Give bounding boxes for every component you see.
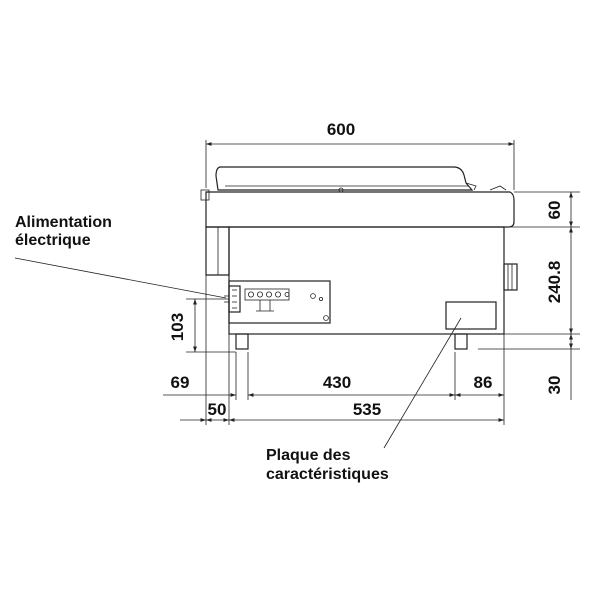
plate-leader bbox=[383, 317, 462, 449]
rating-plate bbox=[445, 301, 497, 330]
front-panel bbox=[205, 226, 230, 276]
dim-430: 430 bbox=[323, 373, 351, 392]
dimension-lines bbox=[163, 140, 580, 425]
power-label-line1: Alimentation bbox=[15, 214, 112, 231]
leader-lines bbox=[14, 257, 462, 449]
dim-50: 50 bbox=[208, 400, 227, 419]
dim-60: 60 bbox=[545, 201, 564, 220]
plate-label-line1: Plaque des bbox=[266, 447, 351, 464]
control-knob bbox=[503, 263, 518, 291]
electrical-box bbox=[228, 280, 331, 324]
dim-600: 600 bbox=[327, 120, 355, 139]
dim-103: 103 bbox=[168, 313, 187, 341]
dim-69: 69 bbox=[171, 373, 190, 392]
right-foot bbox=[454, 333, 468, 350]
dim-30: 30 bbox=[545, 376, 564, 395]
plate-label-line2: caractéristiques bbox=[266, 466, 389, 483]
power-label-line2: électrique bbox=[15, 232, 91, 249]
dim-240-8: 240.8 bbox=[545, 261, 564, 304]
dim-535: 535 bbox=[353, 400, 381, 419]
appliance-outline bbox=[200, 166, 518, 350]
griddle-plate bbox=[215, 166, 474, 191]
left-foot bbox=[235, 333, 249, 350]
top-band bbox=[205, 191, 515, 228]
dim-86: 86 bbox=[474, 373, 493, 392]
power-leader bbox=[14, 257, 227, 299]
